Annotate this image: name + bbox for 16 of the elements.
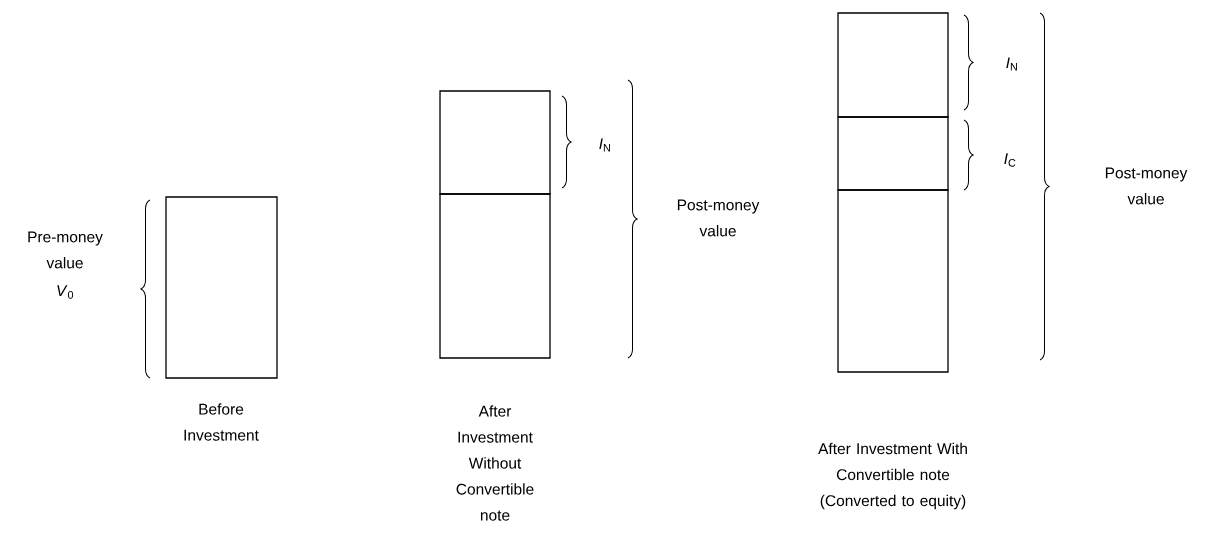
value-label: I$_{N}$ <box>599 138 610 152</box>
value-box <box>165 196 278 379</box>
value-label: After Investment With Convertible note (Converted to equity) <box>818 442 967 510</box>
value-box <box>837 116 949 191</box>
value-label: Before Investment <box>184 403 259 441</box>
value-label: After Investment Without Convertible note <box>456 405 534 521</box>
value-label: Pre-money value <box>28 231 103 269</box>
value-label: I$_{C}$ <box>1004 153 1016 167</box>
value-label: I$_{N}$ <box>1006 57 1017 71</box>
value-box <box>837 189 949 373</box>
value-label: V$_{0}$ <box>57 285 74 299</box>
value-label: Post-money value <box>1105 167 1188 205</box>
value-box <box>439 90 551 195</box>
value-box <box>837 12 949 118</box>
value-label: Post-money value <box>677 199 760 237</box>
value-box <box>439 193 551 359</box>
